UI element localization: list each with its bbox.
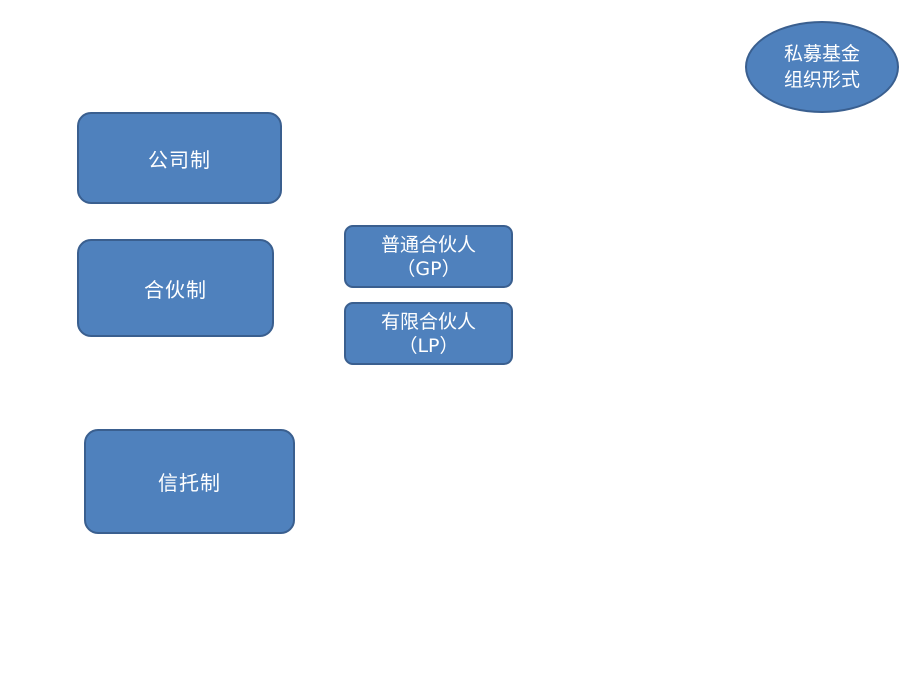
partnership-form-box: 合伙制 <box>77 239 274 337</box>
limited-partner-abbr: （LP） <box>398 334 459 357</box>
title-line-2: 组织形式 <box>783 69 860 91</box>
trust-form-label: 信托制 <box>158 471 221 495</box>
title-ellipse: 私募基金 组织形式 <box>745 21 899 113</box>
company-form-label: 公司制 <box>148 147 211 172</box>
limited-partner-box: 有限合伙人 （LP） <box>344 302 513 365</box>
general-partner-box: 普通合伙人 （GP） <box>344 225 513 288</box>
general-partner-abbr: （GP） <box>396 257 461 280</box>
title-line-1: 私募基金 <box>783 43 860 65</box>
general-partner-name: 普通合伙人 <box>380 233 476 256</box>
partnership-form-label: 合伙制 <box>144 277 207 302</box>
limited-partner-name: 有限合伙人 <box>380 310 476 333</box>
trust-form-box: 信托制 <box>84 429 295 534</box>
company-form-box: 公司制 <box>77 112 282 204</box>
